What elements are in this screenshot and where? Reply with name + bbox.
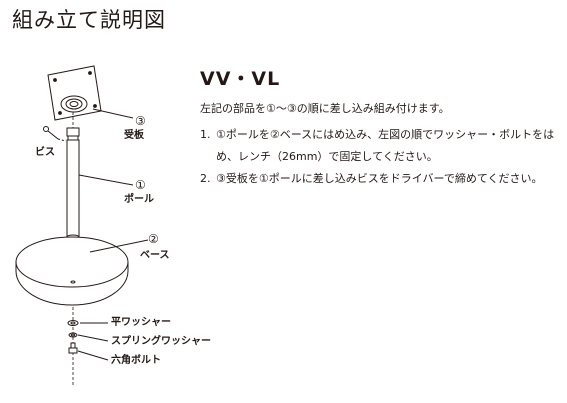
flat-washer-drawing bbox=[67, 320, 79, 326]
screw-label: ビス bbox=[35, 147, 55, 158]
hex-bolt-drawing bbox=[68, 342, 78, 354]
steps-list: 1. ①ポールを②ベースにはめ込み、左図の順でワッシャー・ボルトをはめ、レンチ（… bbox=[200, 124, 562, 190]
step-text: ③受板を①ポールに差し込みビスをドライバーで締めてください。 bbox=[216, 172, 543, 185]
part-3-label: 受板 bbox=[124, 130, 144, 141]
part-2-label: ベース bbox=[140, 250, 170, 261]
spring-washer-drawing bbox=[68, 332, 78, 338]
step-1: 1. ①ポールを②ベースにはめ込み、左図の順でワッシャー・ボルトをはめ、レンチ（… bbox=[200, 124, 562, 168]
model-heading: VV・VL bbox=[200, 68, 281, 90]
receiving-plate-drawing bbox=[47, 65, 102, 121]
spring-washer-label: スプリングワッシャー bbox=[111, 336, 211, 347]
hex-bolt-label: 六角ボルト bbox=[111, 355, 161, 366]
intro-text: 左記の部品を①～③の順に差し込み組み付けます。 bbox=[200, 102, 450, 115]
step-number: 1. bbox=[200, 128, 211, 141]
part-1-number: ① bbox=[135, 178, 146, 192]
part-3-number: ③ bbox=[135, 114, 146, 128]
part-2-number: ② bbox=[148, 232, 159, 246]
step-2: 2. ③受板を①ポールに差し込みビスをドライバーで締めてください。 bbox=[200, 168, 562, 190]
pole-drawing bbox=[66, 139, 80, 238]
step-text: ①ポールを②ベースにはめ込み、左図の順でワッシャー・ボルトをはめ、レンチ（26m… bbox=[216, 128, 555, 163]
flat-washer-label: 平ワッシャー bbox=[111, 317, 171, 328]
page-title: 組み立て説明図 bbox=[12, 8, 166, 32]
step-number: 2. bbox=[200, 172, 211, 185]
part-1-label: ポール bbox=[124, 194, 154, 205]
screw-drawing bbox=[43, 126, 67, 142]
